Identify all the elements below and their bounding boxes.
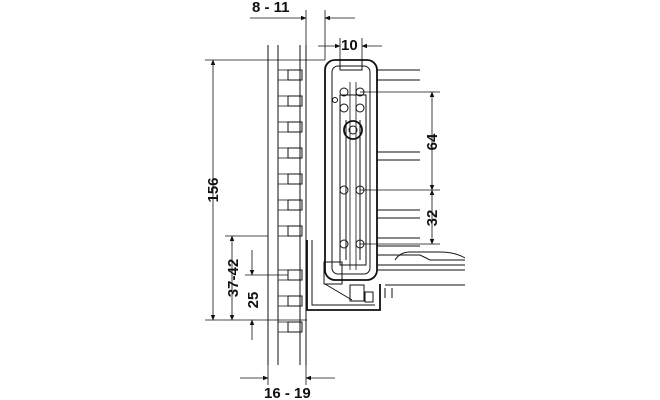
runner-bracket bbox=[324, 59, 378, 281]
dim-hole-spacing-32 bbox=[360, 189, 440, 245]
label-bottom-range: 16 - 19 bbox=[264, 385, 311, 400]
dim-bracket-width bbox=[318, 38, 382, 60]
dim-bottom-range bbox=[240, 365, 335, 385]
mounting-holes bbox=[332, 87, 365, 249]
label-hole-spacing-64: 64 bbox=[424, 133, 441, 150]
label-lower-offset: 25 bbox=[245, 292, 262, 309]
lower-clip bbox=[306, 240, 381, 311]
dim-lower-offset bbox=[245, 250, 288, 340]
label-bracket-width: 10 bbox=[341, 37, 358, 54]
system-holes bbox=[278, 69, 303, 333]
label-overall-height: 156 bbox=[205, 177, 222, 202]
drawer-profiles bbox=[377, 69, 466, 298]
cabinet-side-panel bbox=[267, 45, 307, 365]
label-hole-spacing-32: 32 bbox=[424, 210, 441, 227]
dim-height-range bbox=[225, 235, 268, 321]
label-top-offset: 8 - 11 bbox=[252, 0, 290, 16]
dim-overall-height bbox=[205, 59, 325, 321]
dim-hole-spacing-64 bbox=[360, 91, 440, 191]
label-height-range: 37-42 bbox=[225, 259, 242, 297]
dim-top-offset bbox=[250, 10, 355, 60]
